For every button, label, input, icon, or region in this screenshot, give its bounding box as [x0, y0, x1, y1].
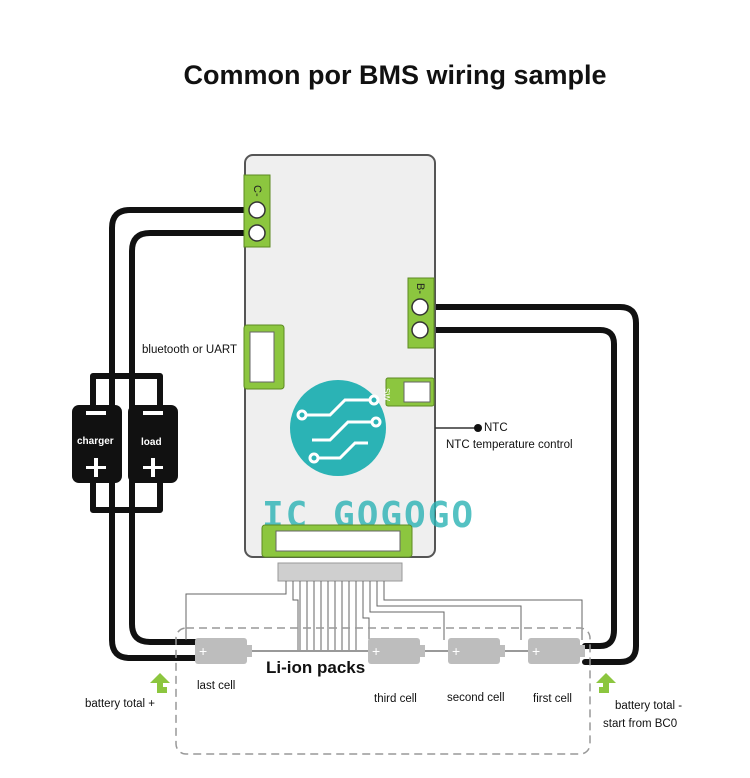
wire-b-outer	[417, 304, 639, 665]
sw-label: SW	[382, 388, 391, 401]
charger-box	[72, 405, 122, 483]
second-cell-label: second cell	[447, 692, 505, 704]
third-cell-label: third cell	[374, 693, 417, 705]
charger-label: charger	[77, 436, 114, 447]
diagram-title: Common por BMS wiring sample	[183, 60, 607, 90]
cell-third: +	[368, 638, 425, 664]
c-minus-terminal-1	[248, 201, 266, 219]
svg-text:+: +	[372, 643, 380, 659]
bms-board: C- B- SW IC GOGOGO	[243, 154, 482, 558]
battery-total-minus-label: battery total -	[615, 700, 683, 712]
svg-text:+: +	[532, 643, 540, 659]
load-label: load	[141, 437, 162, 448]
b-minus-terminal-1	[411, 298, 429, 316]
ntc-long-label: NTC temperature control	[446, 439, 573, 451]
pack-outline	[175, 627, 591, 755]
li-ion-label: Li-ion packs	[266, 658, 366, 677]
b-minus-label: B-	[414, 283, 426, 294]
first-cell-label: first cell	[533, 693, 572, 705]
balance-leads	[185, 562, 583, 650]
last-cell-label: last cell	[197, 680, 236, 692]
wire-load-loop	[90, 477, 163, 513]
bluetooth-label: bluetooth or UART	[142, 344, 238, 356]
load-box	[128, 405, 178, 483]
battery-total-minus-sub-label: start from BC0	[603, 718, 678, 730]
b-minus-terminal-2	[411, 321, 429, 339]
arrow-minus-icon	[596, 673, 616, 693]
ntc-dot	[474, 424, 482, 432]
svg-text:+: +	[199, 643, 207, 659]
c-minus-terminal-2	[248, 224, 266, 242]
cell-last: +	[195, 638, 252, 664]
cell-first: +	[528, 638, 585, 664]
battery-total-plus-label: battery total +	[85, 698, 155, 710]
wire-charger-loop	[90, 373, 163, 413]
c-minus-label: C-	[251, 185, 263, 197]
circuit-logo	[290, 380, 386, 476]
svg-text:+: +	[452, 643, 460, 659]
arrow-plus-icon	[150, 673, 170, 693]
cell-second: +	[448, 638, 505, 664]
ntc-short-label: NTC	[484, 422, 508, 434]
wire-b-inner	[417, 327, 617, 649]
